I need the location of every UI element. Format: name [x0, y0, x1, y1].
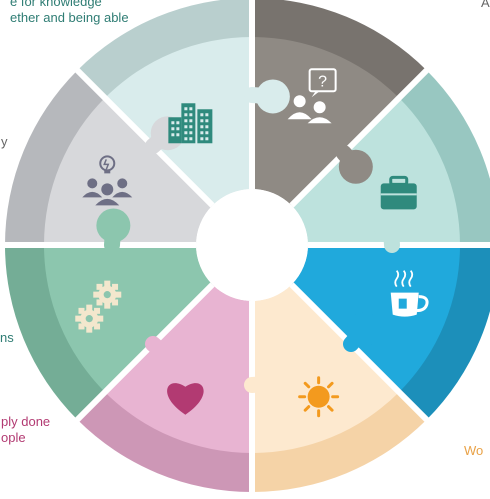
svg-text:?: ?: [318, 73, 327, 90]
fragment-top-line2: ether and being able: [10, 10, 129, 25]
segment-sun-inner: [252, 284, 400, 453]
segment-divider: [289, 282, 431, 424]
segment-ideas-inner: [44, 97, 213, 246]
coffee-cup-icon: [390, 270, 429, 317]
segment-sun: [252, 284, 427, 492]
fragment-left-y: y: [1, 134, 8, 149]
fragment-bottom-left-line2: ople: [1, 430, 26, 445]
puzzle-knob-heart: [150, 339, 185, 374]
lightbulb-team-icon: [82, 155, 133, 206]
gears-icon: [75, 280, 122, 333]
puzzle-knob-coffee: [346, 312, 381, 347]
segment-gears-inner: [44, 245, 213, 393]
segment-gears: [5, 245, 213, 420]
segment-briefcase-inner: [291, 97, 460, 246]
segment-divider: [73, 66, 215, 208]
segment-ideas: [5, 70, 213, 246]
puzzle-knob-sun: [254, 366, 289, 401]
heart-icon: [167, 383, 204, 415]
puzzle-knob-discussion: [338, 149, 373, 184]
center-circle: [196, 189, 308, 301]
puzzle-knob-briefcase: [373, 208, 408, 243]
fragment-bottom-right: Wo: [464, 443, 484, 458]
discussion-question-icon: ?: [287, 68, 337, 124]
fragment-bottom-left-line1: ply done: [1, 414, 51, 429]
puzzle-knob-buildings: [255, 79, 290, 114]
segment-divider: [289, 66, 431, 208]
fragment-top-right: A: [481, 0, 490, 10]
sun-icon: [298, 376, 340, 418]
segment-divider: [73, 282, 215, 424]
puzzle-knob-gears: [96, 208, 131, 243]
fragment-top-line1: e for knowledge: [10, 0, 102, 9]
segment-briefcase: [291, 70, 490, 246]
briefcase-icon: [380, 175, 417, 210]
fragment-left-ns: ns: [0, 330, 14, 345]
buildings-icon: [168, 103, 213, 144]
